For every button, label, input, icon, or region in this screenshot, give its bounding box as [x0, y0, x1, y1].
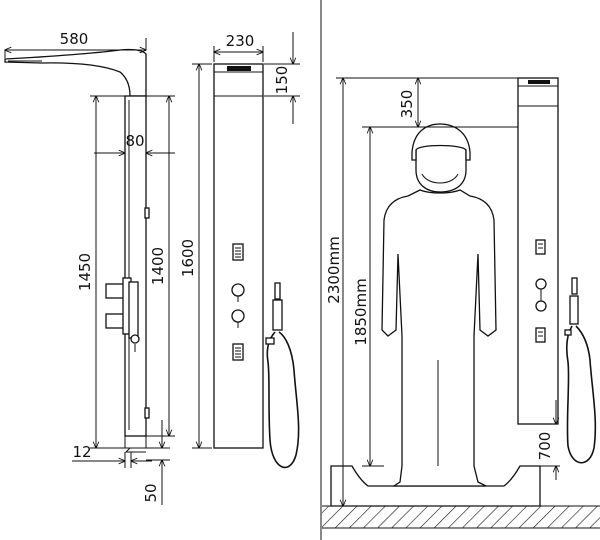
dim-panel-width: 230: [226, 32, 255, 50]
person-silhouette: [381, 189, 497, 487]
side-view: 580 80 1450 1400 12 50: [5, 30, 175, 505]
dim-install-total: 2300mm: [325, 236, 343, 303]
body-jet-upper: [232, 243, 244, 261]
dim-total-height: 1600: [179, 239, 197, 277]
dim-top-height: 150: [273, 66, 291, 95]
dim-bottom-offset: 12: [72, 443, 91, 461]
front-view: 230 150 1600: [179, 32, 300, 469]
dim-height-1450: 1450: [76, 253, 94, 291]
valve-side-lower: [105, 313, 126, 329]
hand-shower-head: [274, 282, 281, 300]
panel-side-body: [124, 95, 147, 437]
shower-hose: [266, 331, 300, 469]
top-grille: [227, 66, 251, 71]
floor-hatch: [322, 506, 600, 528]
valve-side-upper: [105, 283, 126, 299]
dim-person-height: 1850mm: [352, 278, 370, 345]
dim-height-1400: 1400: [149, 247, 167, 285]
rain-head: [4, 48, 147, 97]
dim-top-gap: 350: [398, 90, 416, 119]
valve-knob-upper: [231, 283, 245, 297]
dim-floor-gap: 50: [142, 483, 160, 502]
body-jet-lower: [232, 343, 244, 361]
hose-connector-side: [130, 334, 140, 344]
dim-bottom-mount: 700: [536, 432, 554, 461]
installation-view: 2300mm 1850mm 350 700: [322, 78, 600, 529]
dim-panel-depth: 80: [125, 132, 144, 150]
valve-knob-lower: [231, 309, 245, 323]
dim-head-width: 580: [60, 30, 89, 48]
